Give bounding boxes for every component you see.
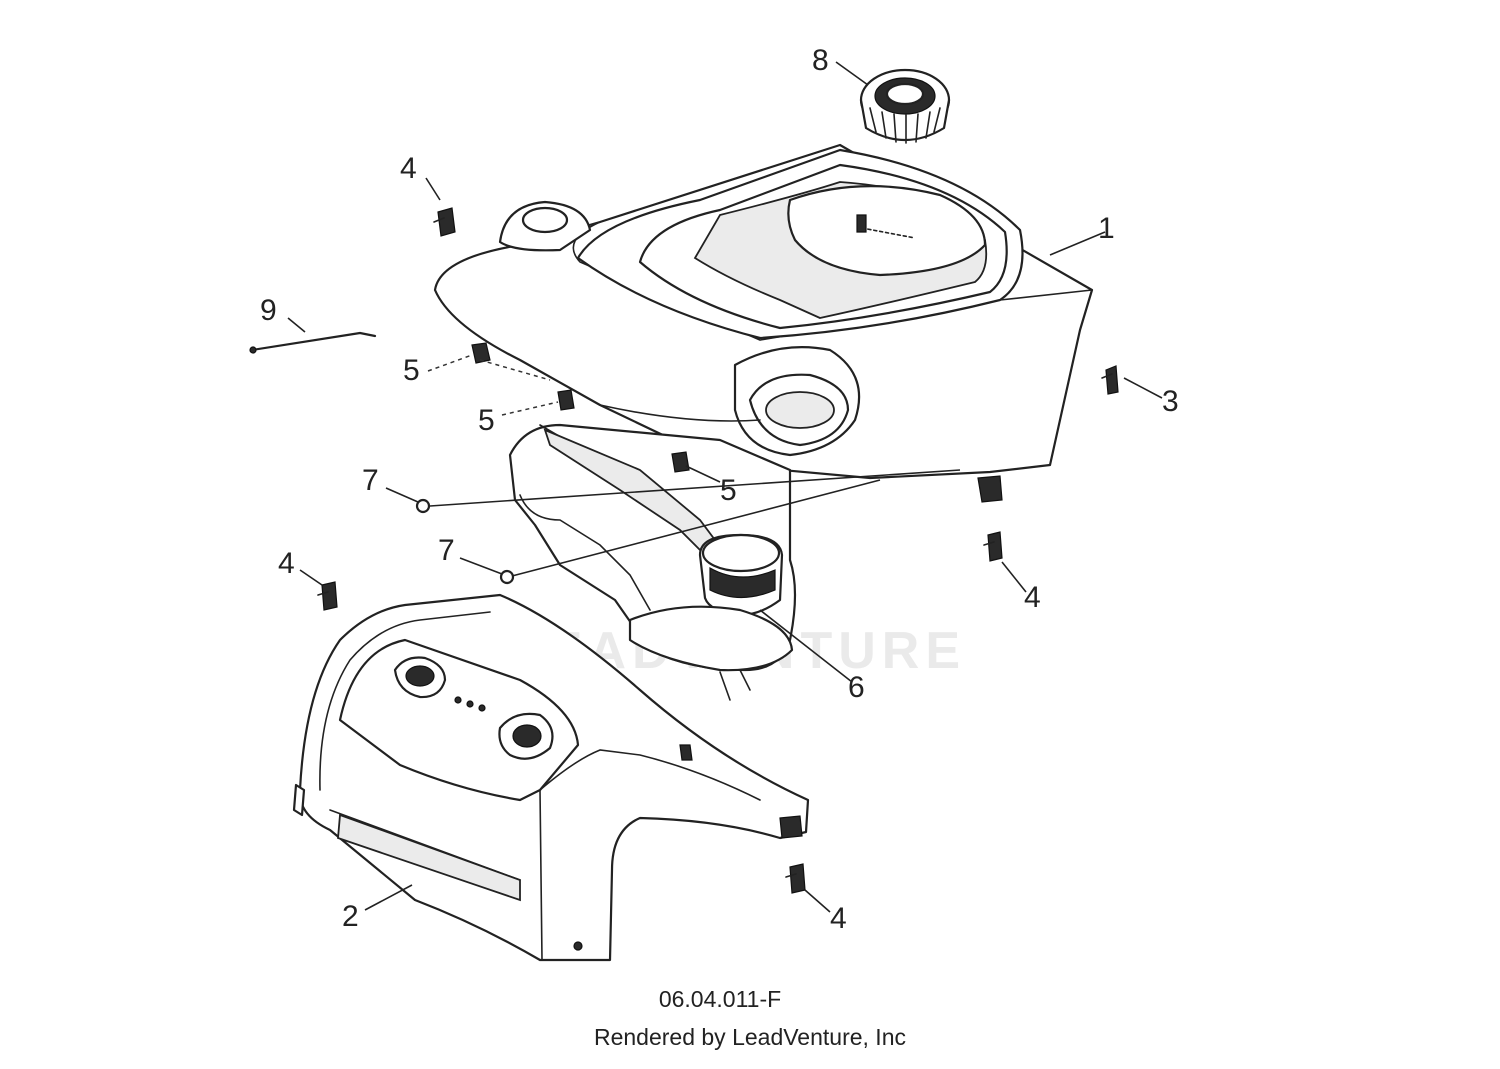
render-credit: Rendered by LeadVenture, Inc (593, 1024, 906, 1050)
callout-8: 8 (812, 44, 829, 77)
callout-5-a: 5 (403, 354, 420, 387)
callout-7-b: 7 (438, 534, 455, 567)
callout-6: 6 (848, 671, 865, 704)
callout-2: 2 (342, 900, 359, 933)
part-4-clip-left[interactable] (317, 581, 338, 611)
callout-4-right: 4 (1024, 581, 1041, 614)
part-1-upper-shroud[interactable] (433, 143, 1094, 503)
part-2-lower-shroud[interactable] (292, 593, 810, 962)
callout-4-upper-left: 4 (400, 152, 417, 185)
part-9-rod[interactable] (249, 331, 377, 354)
callout-1: 1 (1098, 212, 1115, 245)
callout-4-left: 4 (278, 547, 295, 580)
part-7-screw-a[interactable] (415, 498, 431, 514)
part-3-fastener[interactable] (1101, 365, 1119, 395)
part-4-clip-upper-left[interactable] (433, 207, 456, 237)
part-5-nut-c[interactable] (671, 451, 690, 473)
part-5-nut-a[interactable] (471, 342, 491, 364)
callout-3: 3 (1162, 385, 1179, 418)
part-7-screw-b[interactable] (499, 569, 515, 585)
callout-9: 9 (260, 294, 277, 327)
callout-5-c: 5 (720, 474, 737, 507)
callout-7-a: 7 (362, 464, 379, 497)
callout-5-b: 5 (478, 404, 495, 437)
callout-4-bottom: 4 (830, 902, 847, 935)
part-4-clip-bottom[interactable] (785, 863, 806, 894)
part-5-nut-b[interactable] (557, 389, 575, 411)
drawing-code: 06.04.011-F (658, 986, 782, 1012)
part-8-fuel-cap[interactable] (859, 68, 951, 144)
part-4-clip-right[interactable] (983, 531, 1003, 562)
